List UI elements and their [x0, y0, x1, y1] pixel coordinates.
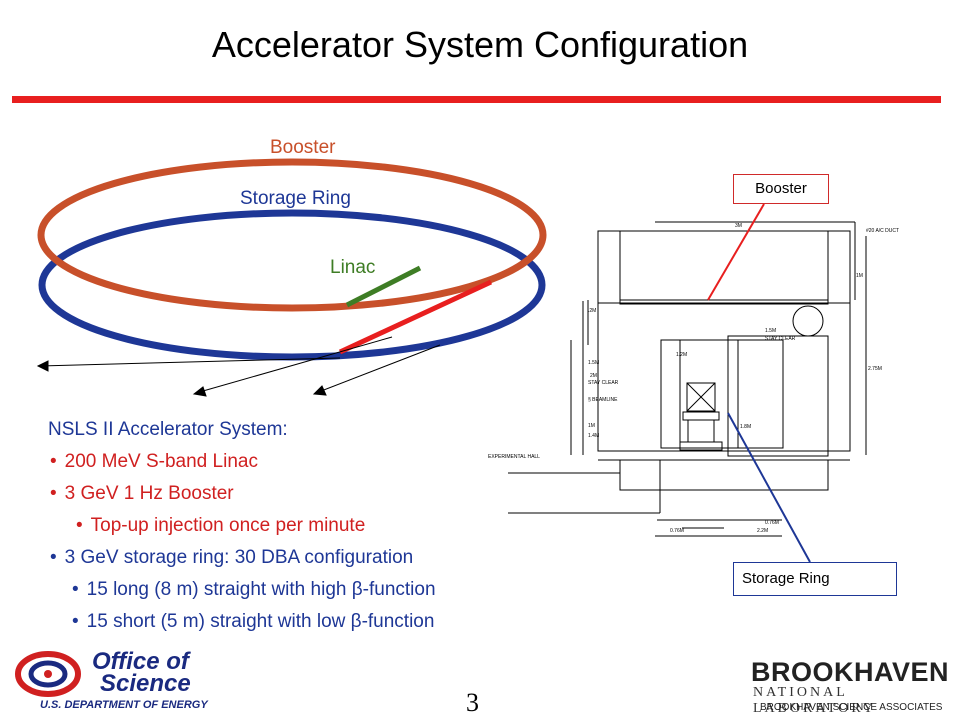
dimension-label: 2M — [590, 373, 597, 379]
doe-logo-icon — [15, 651, 81, 697]
bullet-item: 3 GeV 1 Hz Booster — [48, 478, 436, 510]
national-laboratory-text: NATIONAL LABORATORY — [753, 685, 877, 716]
tunnel-drawing — [508, 221, 867, 537]
beamline-arrows — [36, 336, 441, 397]
science-associates-text: BROOKHAVEN SCIENCE ASSOCIATES — [760, 702, 943, 713]
dimension-label: 1.5M — [588, 360, 599, 366]
storage-ring-label: Storage Ring — [240, 188, 351, 209]
page-number: 3 — [466, 688, 479, 717]
bullet-subitem: 15 short (5 m) straight with low β-funct… — [48, 606, 436, 638]
dimension-label: .2M — [588, 308, 596, 314]
dimension-label: 1M — [856, 273, 863, 279]
dimension-label: 0.76M — [765, 520, 779, 526]
bullet-subitem: Top-up injection once per minute — [48, 510, 436, 542]
dimension-label: § BEAMLINE — [588, 397, 618, 403]
dimension-label: 1.5M — [765, 328, 776, 334]
booster-pointer — [707, 203, 765, 301]
booster-callout: Booster — [733, 174, 829, 204]
dimension-label: STAY CLEAR — [588, 380, 619, 386]
dimension-label: 0.76M — [670, 528, 684, 534]
dimension-label: 3M — [735, 223, 742, 229]
storage-ring-callout: Storage Ring — [733, 562, 897, 596]
linac-label: Linac — [330, 257, 376, 278]
dimension-label: 2.2M — [757, 528, 768, 534]
dimension-label: 1M — [588, 423, 595, 429]
bullet-list: NSLS II Accelerator System: 200 MeV S-ba… — [48, 414, 436, 638]
dimension-label: 1.2M — [676, 352, 687, 358]
dimension-label: 2.75M — [868, 366, 882, 372]
dimension-label: 1.8M — [740, 424, 751, 430]
bullet-item: 200 MeV S-band Linac — [48, 446, 436, 478]
storage-ring-ellipse — [38, 209, 546, 361]
storage-ring-pointer — [727, 412, 811, 563]
dimension-label: 1.4M — [588, 433, 599, 439]
dimension-label: #20 A/C DUCT — [866, 228, 899, 234]
booster-label: Booster — [270, 137, 336, 158]
drawing-dims: 3M #20 A/C DUCT 1M 2.75M 1.5M STAY CLEAR 1.2M 1… — [488, 223, 899, 534]
doe-department-text: U.S. DEPARTMENT OF ENERGY — [40, 699, 208, 711]
bullet-item: 3 GeV storage ring: 30 DBA configuration — [48, 542, 436, 574]
bullet-subitem: 15 long (8 m) straight with high β-funct… — [48, 574, 436, 606]
linac-line — [345, 265, 422, 308]
injection-line — [338, 279, 493, 355]
title-rule — [12, 96, 941, 103]
brookhaven-logo-text: BROOKHAVEN — [751, 657, 950, 687]
doe-office-text: Office of Science — [92, 648, 191, 697]
dimension-label: STAY CLEAR — [765, 336, 796, 342]
booster-ellipse — [37, 158, 547, 312]
slide-title: Accelerator System Configuration — [211, 24, 749, 65]
bullet-heading: NSLS II Accelerator System: — [48, 419, 288, 440]
dimension-label: EXPERIMENTAL HALL — [488, 454, 540, 460]
